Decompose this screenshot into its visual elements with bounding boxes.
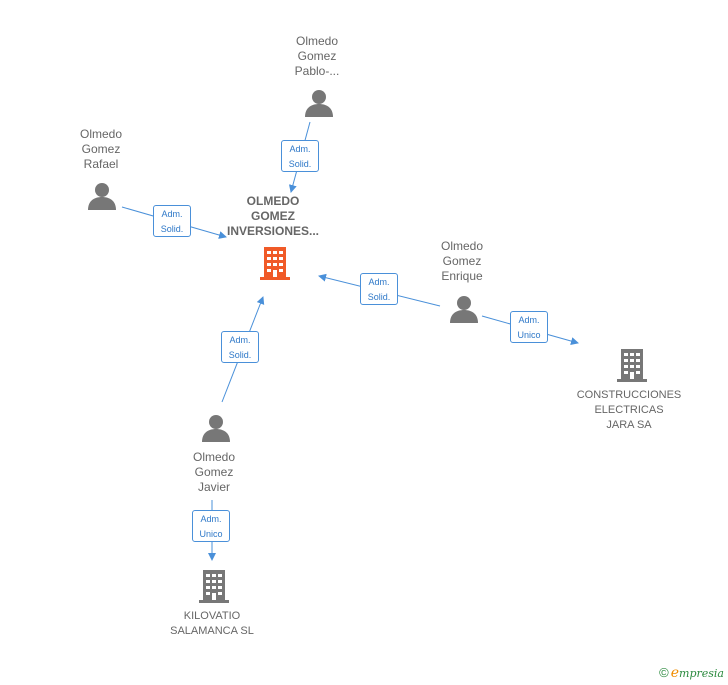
building-icon[interactable] [199, 570, 229, 603]
person-icon[interactable] [305, 90, 333, 117]
building-icon[interactable] [617, 349, 647, 382]
person-icon[interactable] [450, 296, 478, 323]
node-label-construcciones[interactable]: CONSTRUCCIONES ELECTRICAS JARA SA [576, 389, 682, 431]
node-label-javier[interactable]: Olmedo Gomez Javier [192, 450, 236, 494]
person-icon[interactable] [88, 183, 116, 210]
node-label-kilovatio[interactable]: KILOVATIO SALAMANCA SL [170, 610, 254, 637]
relation-badge[interactable]: Adm. Solid. [153, 205, 191, 237]
node-label-central[interactable]: OLMEDO GOMEZ INVERSIONES... [226, 194, 320, 238]
brand-name: mpresia [679, 667, 724, 680]
brand-logo[interactable]: ©empresia [659, 665, 724, 681]
node-label-enrique[interactable]: Olmedo Gomez Enrique [440, 239, 484, 283]
building-icon[interactable] [260, 247, 290, 280]
person-icon[interactable] [202, 415, 230, 442]
relation-badge[interactable]: Adm. Solid. [360, 273, 398, 305]
relation-badge[interactable]: Adm. Unico [510, 311, 548, 343]
relation-badge[interactable]: Adm. Solid. [281, 140, 319, 172]
node-label-pablo[interactable]: Olmedo Gomez Pablo-... [294, 34, 340, 78]
node-label-rafael[interactable]: Olmedo Gomez Rafael [79, 127, 123, 171]
brand-initial: e [670, 665, 680, 681]
relation-badge[interactable]: Adm. Unico [192, 510, 230, 542]
relation-badge[interactable]: Adm. Solid. [221, 331, 259, 363]
copyright-icon: © [659, 665, 669, 680]
